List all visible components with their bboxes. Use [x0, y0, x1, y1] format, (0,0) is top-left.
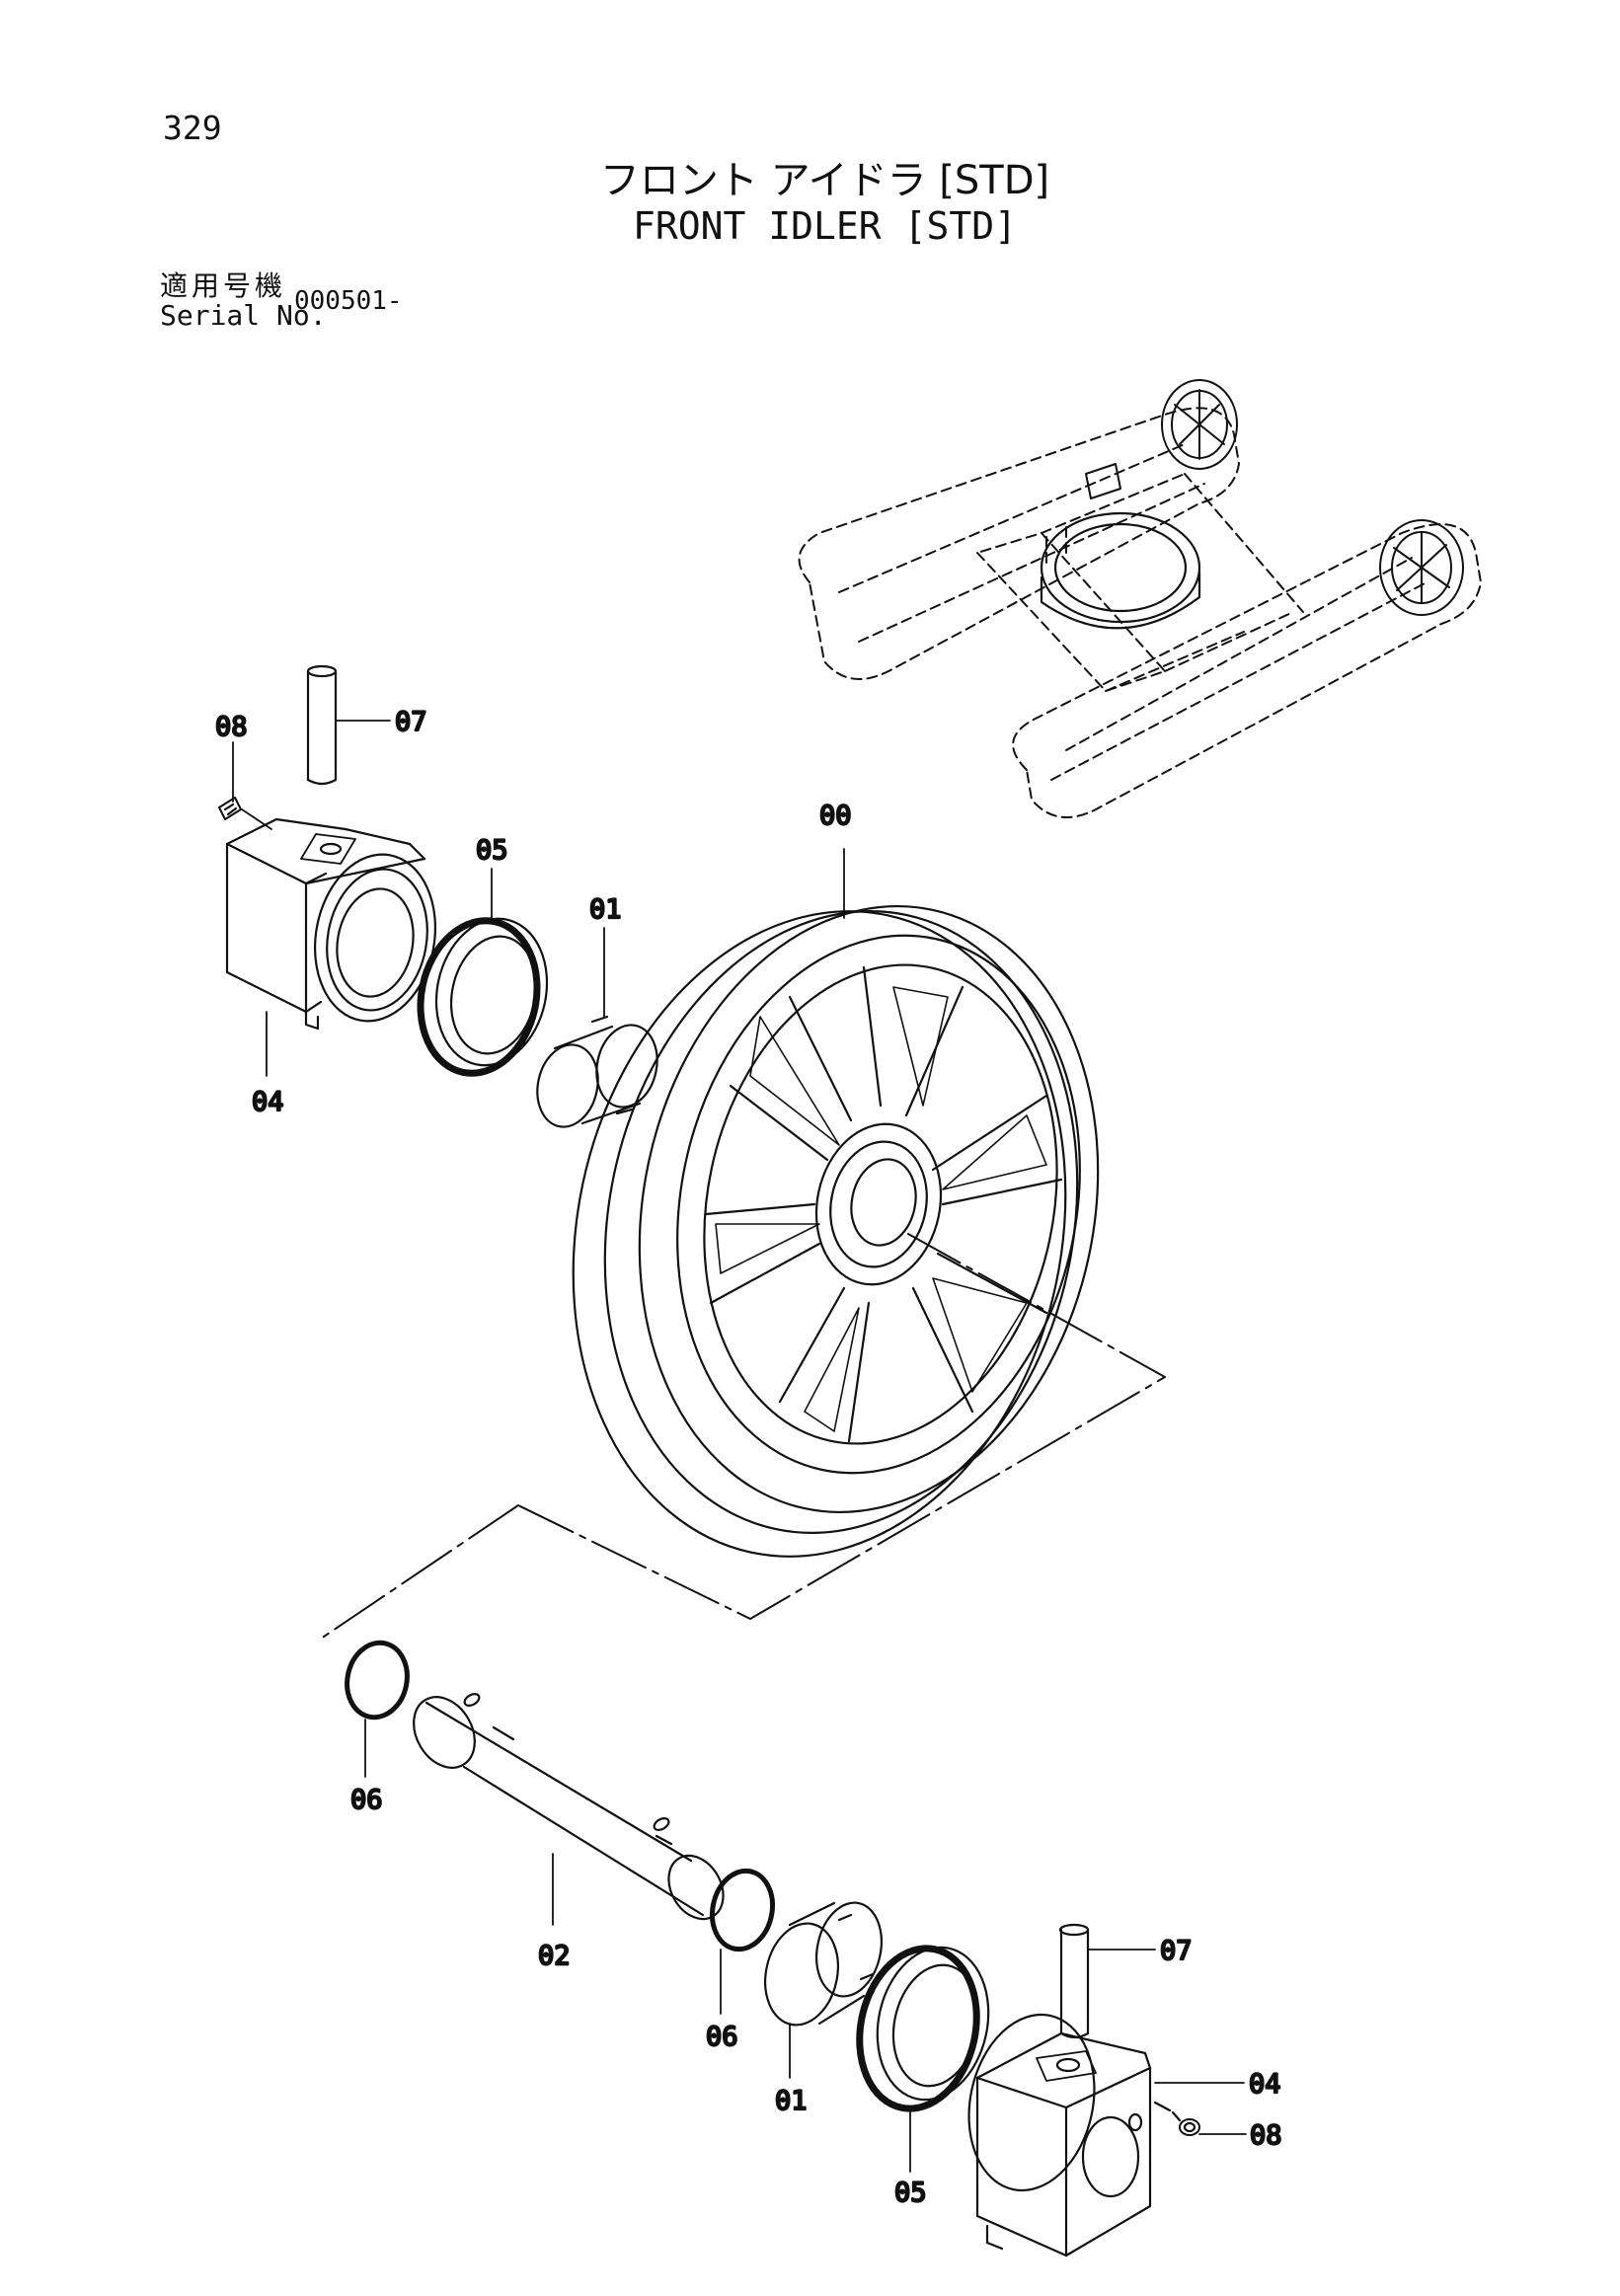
serial-label-english: Serial No.: [160, 299, 327, 332]
page-title-japanese: フロント アイドラ [STD]: [599, 158, 1050, 203]
part-01-bushing-upper: [536, 1015, 658, 1128]
callout-08-lower: 08: [1250, 2120, 1282, 2151]
callout-08-upper: 08: [215, 712, 248, 742]
callout-02: 02: [538, 1941, 571, 1971]
callout-leaders: [232, 720, 1247, 2173]
callout-07-lower: 07: [1160, 1936, 1193, 1966]
serial-label-japanese: 適用号機: [160, 269, 287, 302]
serial-number-value: 000501-: [294, 286, 403, 316]
part-06-oring-left: [345, 1640, 410, 1721]
part-05-seal-lower: [856, 1945, 990, 2112]
callout-04-lower: 04: [1249, 2069, 1281, 2100]
part-05-seal-upper: [417, 917, 549, 1077]
page-title-english: FRONT IDLER [STD]: [633, 204, 1017, 248]
part-07-pin-upper: [306, 664, 338, 786]
callout-05-upper: 05: [476, 835, 508, 866]
part-08-plug-upper: [218, 797, 272, 830]
part-08-plug-lower: [1153, 2101, 1200, 2136]
part-06-oring-right: [709, 1868, 776, 1952]
callout-01-upper: 01: [589, 894, 622, 925]
callout-05-lower: 05: [894, 2178, 927, 2208]
swing-bearing-ring: [1040, 511, 1201, 630]
page-number: 329: [163, 109, 222, 147]
part-04-support-lower: [967, 2013, 1152, 2258]
sprocket-lower: [1379, 519, 1464, 616]
part-02-shaft: [413, 1693, 725, 1921]
callout-07-upper: 07: [395, 707, 427, 737]
part-00-idler-wheel: [572, 904, 1100, 1558]
callout-06-right: 06: [706, 2022, 738, 2052]
assembly-reference-lines: [320, 1233, 1166, 1640]
sprocket-upper: [1161, 379, 1238, 470]
callout-01-lower: 01: [775, 2086, 808, 2116]
callout-06-left: 06: [350, 1785, 383, 1815]
callout-04-upper: 04: [252, 1087, 284, 1117]
upper-frame-bracket: [1085, 463, 1121, 499]
undercarriage-overview: [798, 407, 1482, 818]
callout-00: 00: [819, 801, 852, 831]
part-01-bushing-lower: [764, 1901, 883, 2027]
part-04-support-upper: [225, 817, 437, 1031]
